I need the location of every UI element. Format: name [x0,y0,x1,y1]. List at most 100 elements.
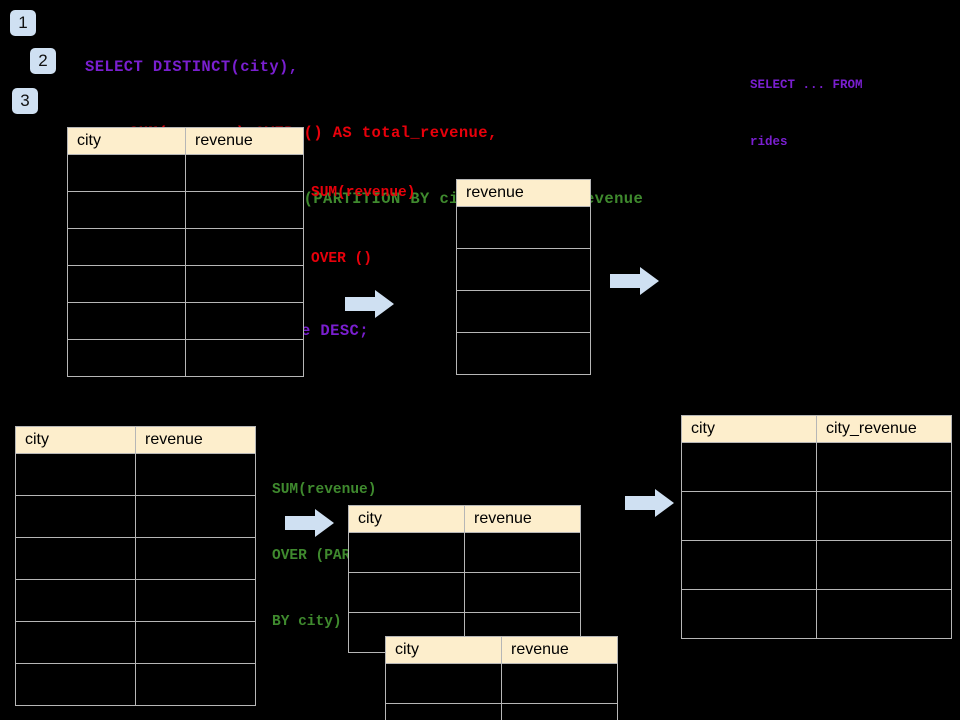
table-row [15,537,256,580]
table-row [385,663,618,704]
annotation-over-empty-line-2: OVER () [311,251,372,267]
cell [15,579,136,622]
annotation-over-empty-line-1: SUM(revenue) [311,185,416,201]
cell [185,265,304,303]
table-row [385,703,618,720]
cell [681,540,817,590]
side-note-line-2: rides [750,135,788,149]
cell [135,621,256,664]
arrow-source-to-partition-icon [285,509,334,537]
table-header-row: city revenue [348,505,581,533]
table-row [15,453,256,496]
cell [135,663,256,706]
cell [185,339,304,377]
table-row [456,248,591,291]
step-badge-1: 1 [10,10,36,36]
table-header-row: city revenue [67,127,304,155]
table-header-row: city revenue [15,426,256,454]
table-row [15,495,256,538]
cell [385,703,502,720]
cell [185,228,304,266]
header-cell-city: city [15,426,136,454]
cell [456,248,591,291]
cell [816,589,952,639]
table-row [15,663,256,706]
table-total-revenue-body: revenue [456,179,591,375]
cell [816,442,952,492]
table-partition-a-body: city revenue [348,505,581,653]
table-partition-b: city revenue [385,636,618,720]
table-row [67,191,304,229]
arrow-source-to-total-icon [345,290,394,318]
table-row [681,589,952,639]
table-header-row: city revenue [385,636,618,664]
table-source-top: city revenue [67,127,304,377]
table-row [456,206,591,249]
cell [464,532,581,573]
table-row [15,621,256,664]
cell [816,540,952,590]
cell [501,663,618,704]
cell [456,206,591,249]
cell [15,663,136,706]
cell [135,537,256,580]
cell [464,572,581,613]
step-badge-3: 3 [12,88,38,114]
header-cell-revenue: revenue [185,127,304,155]
cell [456,290,591,333]
table-result-body: city city_revenue [681,415,952,639]
table-row [681,442,952,492]
table-partition-a: city revenue [348,505,581,653]
cell [185,302,304,340]
cell [67,339,186,377]
table-row [67,339,304,377]
header-cell-city-revenue: city_revenue [816,415,952,443]
cell [135,495,256,538]
annotation-over-partition-line-3: BY city) [272,614,342,630]
cell [135,453,256,496]
table-row [67,302,304,340]
cell [15,453,136,496]
cell [67,228,186,266]
table-row [681,540,952,590]
table-row [681,491,952,541]
annotation-over-partition: SUM(revenue) OVER (PARTITION BY city) [272,435,403,677]
header-cell-city: city [681,415,817,443]
cell [385,663,502,704]
cell [185,191,304,229]
table-source-bottom: city revenue [15,426,256,706]
table-row [348,532,581,573]
cell [681,491,817,541]
header-cell-city: city [67,127,186,155]
table-source-bottom-body: city revenue [15,426,256,706]
arrow-partition-to-result-icon [625,489,674,517]
cell [681,589,817,639]
side-note-select-from: SELECT ... FROM rides [750,38,863,190]
header-cell-city: city [348,505,465,533]
table-row [15,579,256,622]
arrow-total-to-result-icon [610,267,659,295]
cell [15,621,136,664]
header-cell-city: city [385,636,502,664]
header-cell-revenue: revenue [464,505,581,533]
step-badge-2: 2 [30,48,56,74]
header-cell-revenue: revenue [456,179,591,207]
cell [348,572,465,613]
cell [681,442,817,492]
cell [67,302,186,340]
cell [348,532,465,573]
annotation-over-partition-line-1: SUM(revenue) [272,482,377,498]
table-row [456,290,591,333]
side-note-line-1: SELECT ... FROM [750,78,863,92]
table-header-row: city city_revenue [681,415,952,443]
table-row [456,332,591,375]
cell [816,491,952,541]
table-row [67,265,304,303]
annotation-over-empty: SUM(revenue) OVER () [311,138,415,314]
header-cell-revenue: revenue [501,636,618,664]
cell [15,495,136,538]
cell [67,154,186,192]
table-row [67,228,304,266]
table-result: city city_revenue [681,415,952,639]
